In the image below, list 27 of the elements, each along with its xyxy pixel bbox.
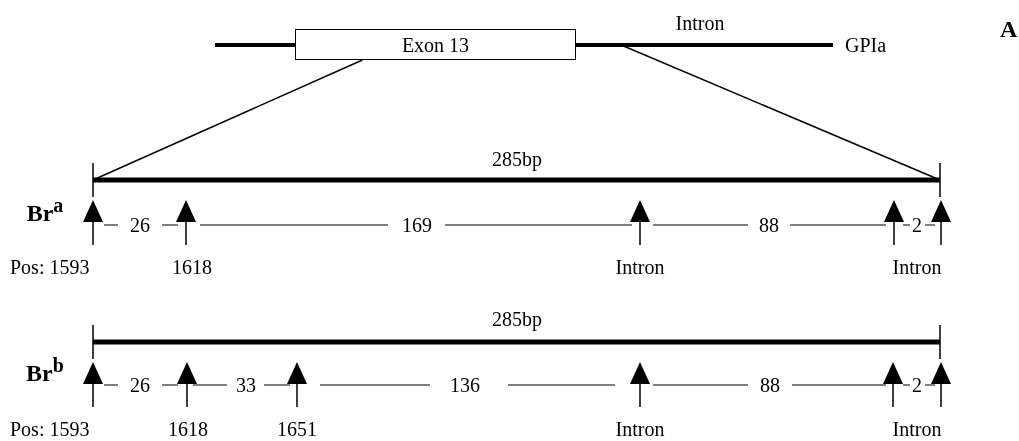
- exon-box: [295, 29, 576, 60]
- gene-label: GPIa: [845, 34, 887, 56]
- length-label: 2: [912, 374, 922, 396]
- length-label: 285bp: [491, 148, 543, 170]
- exon-label: Exon 13: [400, 34, 471, 56]
- length-label: 136: [450, 374, 480, 396]
- length-label: 285bp: [491, 308, 543, 330]
- region-label: Intron: [892, 418, 942, 440]
- allele-label: Br$^{b}$: [26, 353, 64, 386]
- length-label: 2: [912, 214, 922, 236]
- length-label: 169: [402, 214, 432, 236]
- position-label: Pos: 1593: [10, 256, 90, 278]
- allele-label: Br$^{a}$: [26, 193, 64, 226]
- region-label: Intron: [892, 256, 942, 278]
- length-label: 26: [130, 374, 150, 396]
- length-label: 88: [759, 214, 779, 236]
- length-label: 26: [130, 214, 150, 236]
- position-label: 1651: [277, 418, 317, 440]
- region-label: Intron: [615, 418, 665, 440]
- position-label: 1618: [172, 256, 212, 278]
- position-label: Pos: 1593: [10, 418, 90, 440]
- position-label: 1618: [168, 418, 208, 440]
- panel-label: A: [1000, 16, 1018, 42]
- length-label: 88: [760, 374, 780, 396]
- length-label: 33: [236, 374, 256, 396]
- region-label: Intron: [615, 256, 665, 278]
- region-label: Intron: [675, 12, 725, 34]
